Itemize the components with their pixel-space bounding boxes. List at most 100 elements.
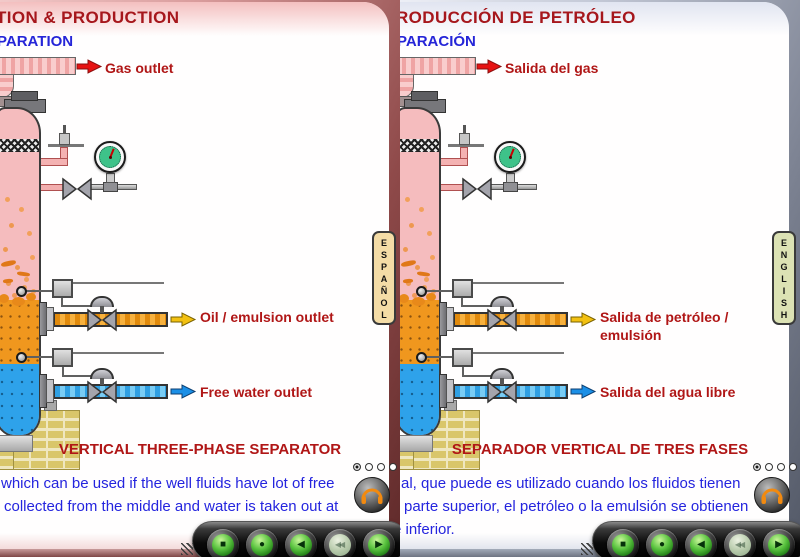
valve-stem bbox=[100, 378, 104, 385]
gauge-connection bbox=[503, 182, 518, 192]
gas-pipe bbox=[0, 57, 76, 75]
pagination-dot-active[interactable] bbox=[753, 463, 761, 471]
play-button[interactable]: ▶ bbox=[363, 529, 395, 557]
relief-fixture bbox=[448, 144, 484, 147]
stop-button[interactable]: ■ bbox=[207, 529, 239, 557]
separator-vessel bbox=[0, 107, 41, 437]
decorative-hatch bbox=[181, 543, 193, 555]
pagination-dot[interactable] bbox=[377, 463, 385, 471]
oil-interface-blob bbox=[0, 294, 9, 303]
flange bbox=[446, 307, 454, 331]
water-outlet-label: Free water outlet bbox=[200, 384, 313, 400]
demister-pad bbox=[400, 139, 439, 152]
oil-streak bbox=[2, 278, 14, 284]
flange bbox=[46, 379, 54, 403]
module-title: TION & PRODUCTION bbox=[0, 8, 180, 27]
oil-level-controller bbox=[52, 279, 73, 298]
oil-outlet-label: Salida de petróleo / emulsión bbox=[600, 308, 728, 344]
oil-interface-blob bbox=[426, 293, 436, 301]
valve-actuator bbox=[490, 296, 514, 307]
gas-bubbles bbox=[400, 109, 402, 114]
description-line2: parte superior, el petróleo o la emulsió… bbox=[404, 498, 749, 515]
water-level-sensor bbox=[16, 352, 27, 363]
rewind-button[interactable]: ◀◀ bbox=[324, 529, 356, 557]
oil-streak bbox=[400, 259, 417, 268]
record-button[interactable]: ● bbox=[246, 529, 278, 557]
oil-streak bbox=[416, 271, 431, 277]
water-flow-arrow-icon bbox=[170, 384, 197, 399]
signal-line bbox=[72, 282, 164, 284]
valve-actuator bbox=[90, 296, 114, 307]
panel-english: TION & PRODUCTION PARATION Gas outlet bbox=[0, 0, 400, 557]
gauge-connection bbox=[103, 182, 118, 192]
pagination-dot[interactable] bbox=[765, 463, 773, 471]
oil-outlet-label: Oil / emulsion outlet bbox=[200, 308, 334, 326]
water-flow-arrow-icon bbox=[570, 384, 597, 399]
gauge-stand bbox=[106, 173, 115, 183]
oil-outlet-label-line1: Oil / emulsion outlet bbox=[200, 309, 334, 325]
concrete-slab bbox=[400, 435, 433, 452]
audio-narration-icon[interactable] bbox=[353, 476, 391, 514]
description-line2: collected from the middle and water is t… bbox=[4, 498, 339, 515]
demister-pad bbox=[0, 139, 39, 152]
water-level-controller bbox=[452, 348, 473, 367]
oil-streak bbox=[16, 271, 31, 277]
brick-base bbox=[0, 448, 14, 470]
pagination-dot[interactable] bbox=[777, 463, 785, 471]
pressure-gauge bbox=[494, 141, 526, 173]
gauge-center bbox=[509, 156, 512, 159]
section-title: PARACIÓN bbox=[400, 33, 476, 50]
oil-level-sensor bbox=[16, 286, 27, 297]
brick-base bbox=[400, 448, 414, 470]
diagram-title: SEPARADOR VERTICAL DE TRES FASES bbox=[451, 441, 749, 458]
language-toggle-tab[interactable]: ENGLISH bbox=[772, 231, 796, 325]
oil-flow-arrow-icon bbox=[570, 312, 597, 327]
sensor-wire bbox=[426, 356, 454, 358]
pagination-dot[interactable] bbox=[365, 463, 373, 471]
play-icon: ▶ bbox=[775, 539, 783, 550]
vessel-cap-top bbox=[411, 91, 438, 101]
decorative-hatch bbox=[581, 543, 593, 555]
back-button[interactable]: ◀ bbox=[285, 529, 317, 557]
relief-pipe bbox=[39, 158, 68, 166]
signal-line bbox=[462, 366, 464, 377]
water-layer bbox=[0, 364, 39, 435]
description-line1: al, que puede es utilizado cuando los fl… bbox=[401, 475, 741, 492]
relief-fixture bbox=[48, 144, 84, 147]
pagination-dot[interactable] bbox=[789, 463, 797, 471]
language-toggle-tab[interactable]: ESPAÑOL bbox=[372, 231, 396, 325]
flange bbox=[446, 379, 454, 403]
rewind-icon: ◀◀ bbox=[334, 540, 345, 549]
module-title: RODUCCIÓN DE PETRÓLEO bbox=[400, 8, 636, 27]
back-button[interactable]: ◀ bbox=[685, 529, 717, 557]
media-controls-bar: ■ ● ◀ ◀◀ ▶ bbox=[592, 521, 800, 557]
media-controls-bar: ■ ● ◀ ◀◀ ▶ bbox=[192, 521, 400, 557]
relief-pipe bbox=[439, 158, 468, 166]
signal-line bbox=[62, 366, 64, 377]
play-button[interactable]: ▶ bbox=[763, 529, 795, 557]
sensor-wire bbox=[426, 290, 454, 292]
stop-icon: ■ bbox=[219, 539, 227, 550]
sensor-wire bbox=[26, 356, 54, 358]
rewind-button[interactable]: ◀◀ bbox=[724, 529, 756, 557]
gauge-stand bbox=[506, 173, 515, 183]
vessel-cap-top bbox=[11, 91, 38, 101]
audio-narration-icon[interactable] bbox=[753, 476, 791, 514]
record-button[interactable]: ● bbox=[646, 529, 678, 557]
pagination bbox=[753, 463, 797, 471]
relief-fixture bbox=[63, 125, 66, 134]
rewind-icon: ◀◀ bbox=[734, 540, 745, 549]
sensor-wire bbox=[26, 290, 54, 292]
pagination-dot-active[interactable] bbox=[353, 463, 361, 471]
pagination bbox=[353, 463, 397, 471]
pagination-dot[interactable] bbox=[389, 463, 397, 471]
oil-level-controller bbox=[452, 279, 473, 298]
oil-streak bbox=[0, 259, 17, 268]
oil-control-valve-icon bbox=[487, 308, 517, 332]
stop-button[interactable]: ■ bbox=[607, 529, 639, 557]
pressure-gauge bbox=[94, 141, 126, 173]
valve-actuator bbox=[90, 368, 114, 379]
oil-streak bbox=[402, 278, 414, 284]
signal-line bbox=[472, 282, 564, 284]
